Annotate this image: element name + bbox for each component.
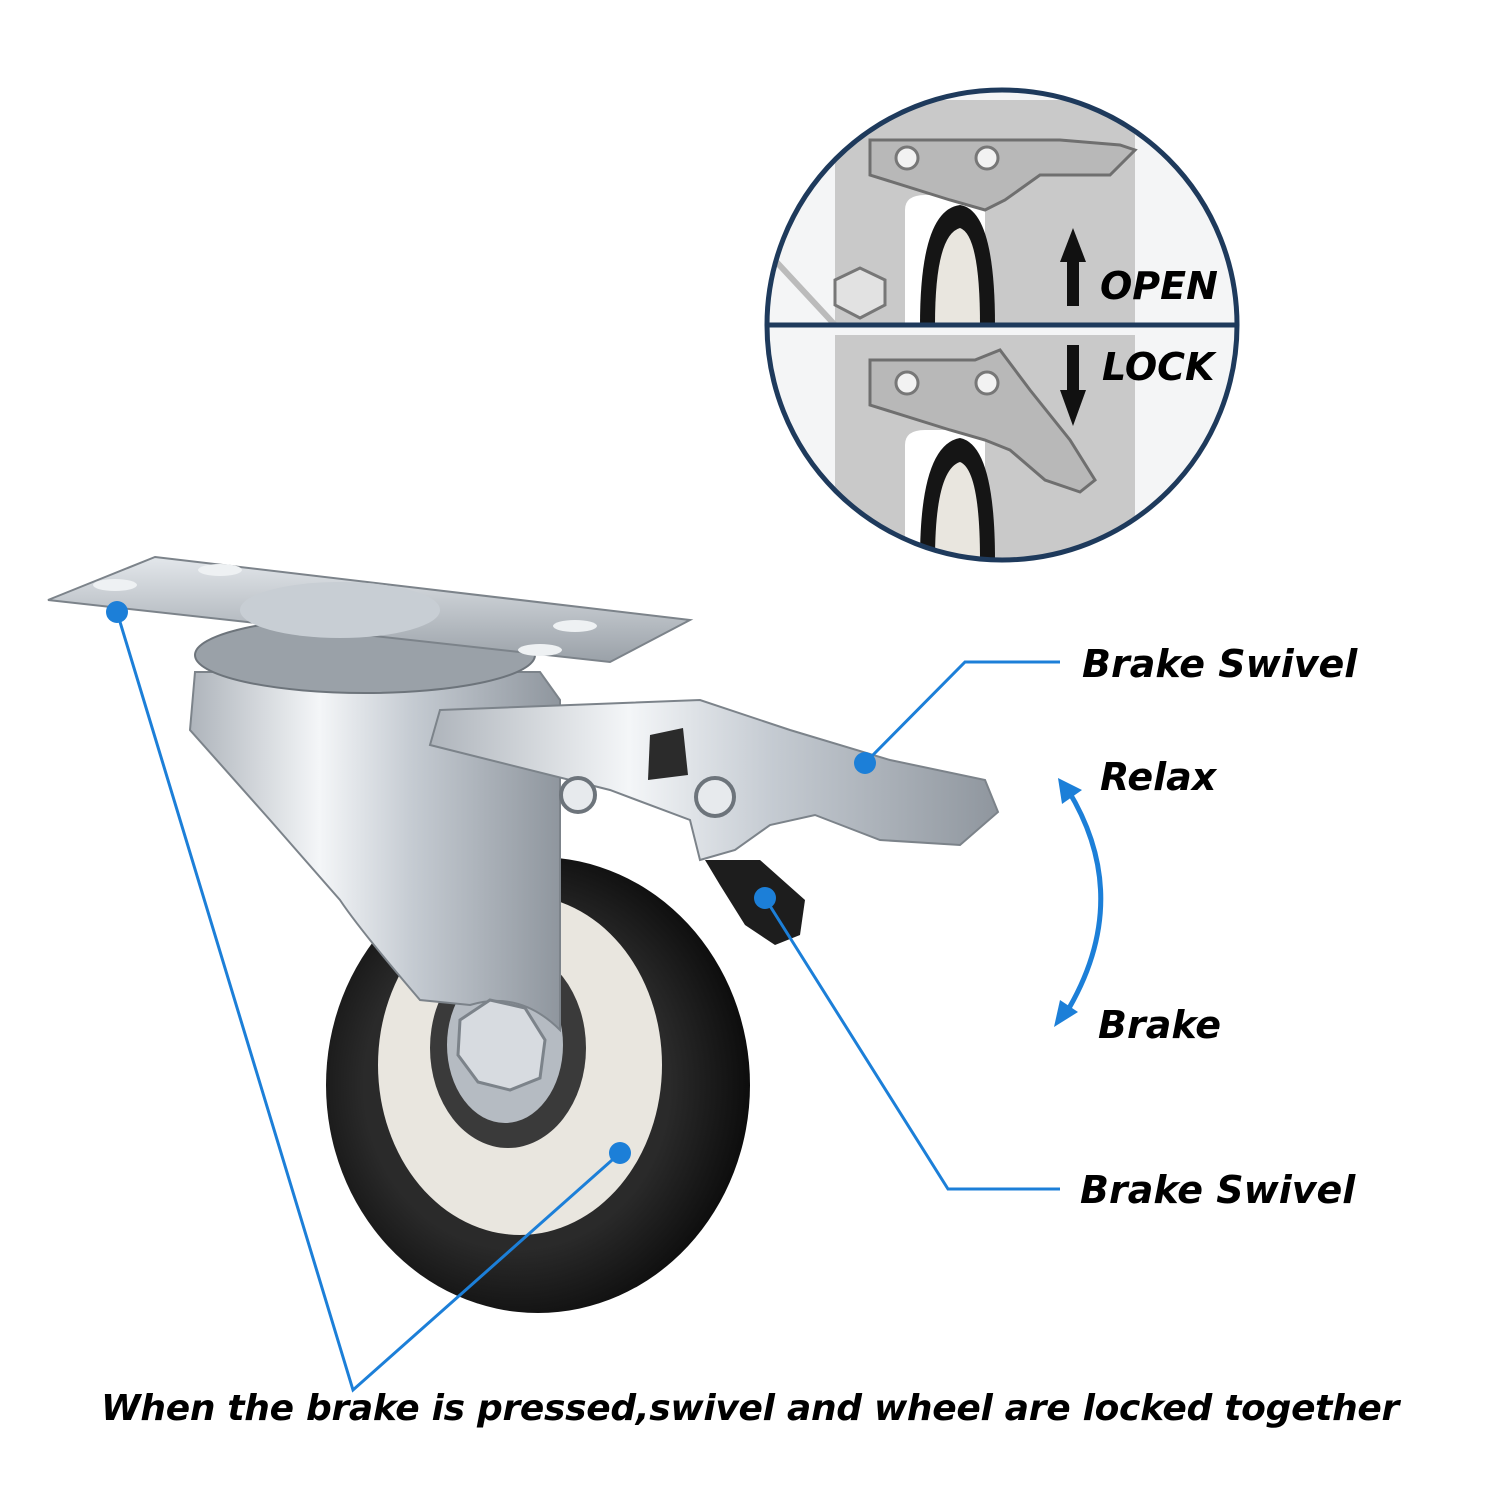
callout-dot xyxy=(106,601,128,623)
leader-line-brake-swivel-bottom xyxy=(763,897,1060,1191)
callout-dot xyxy=(609,1142,631,1164)
callout-brake-swivel-bottom: Brake Swivel xyxy=(1080,1168,1356,1212)
callout-dot xyxy=(754,887,776,909)
open-arrow-icon xyxy=(1060,228,1086,306)
swivel-fork xyxy=(188,671,561,1033)
open-label: OPEN xyxy=(1100,264,1218,308)
axle-bolt xyxy=(456,998,547,1092)
callout-brake: Brake xyxy=(1098,1003,1222,1047)
arc-arrowhead-up-icon xyxy=(1058,778,1082,804)
callout-brake-swivel-top: Brake Swivel xyxy=(1082,642,1358,686)
leader-line-caption xyxy=(115,611,621,1393)
rivet xyxy=(559,776,597,814)
lock-arrow-icon xyxy=(1060,345,1086,426)
diagram-caption: When the brake is pressed,swivel and whe… xyxy=(100,1388,1399,1429)
leader-line-brake-swivel-top xyxy=(863,660,1060,765)
arc-arrowhead-down-icon xyxy=(1054,1000,1078,1027)
relax-brake-arc xyxy=(1054,778,1104,1027)
brake-state-inset xyxy=(764,87,1240,563)
callout-dot xyxy=(854,752,876,774)
caster-wheel-illustration xyxy=(47,555,1000,1313)
rivet xyxy=(694,776,736,818)
callout-relax: Relax xyxy=(1100,755,1217,799)
leader-lines xyxy=(115,611,1060,1393)
leader-dots xyxy=(106,601,876,1164)
lock-label: LOCK xyxy=(1102,345,1215,389)
